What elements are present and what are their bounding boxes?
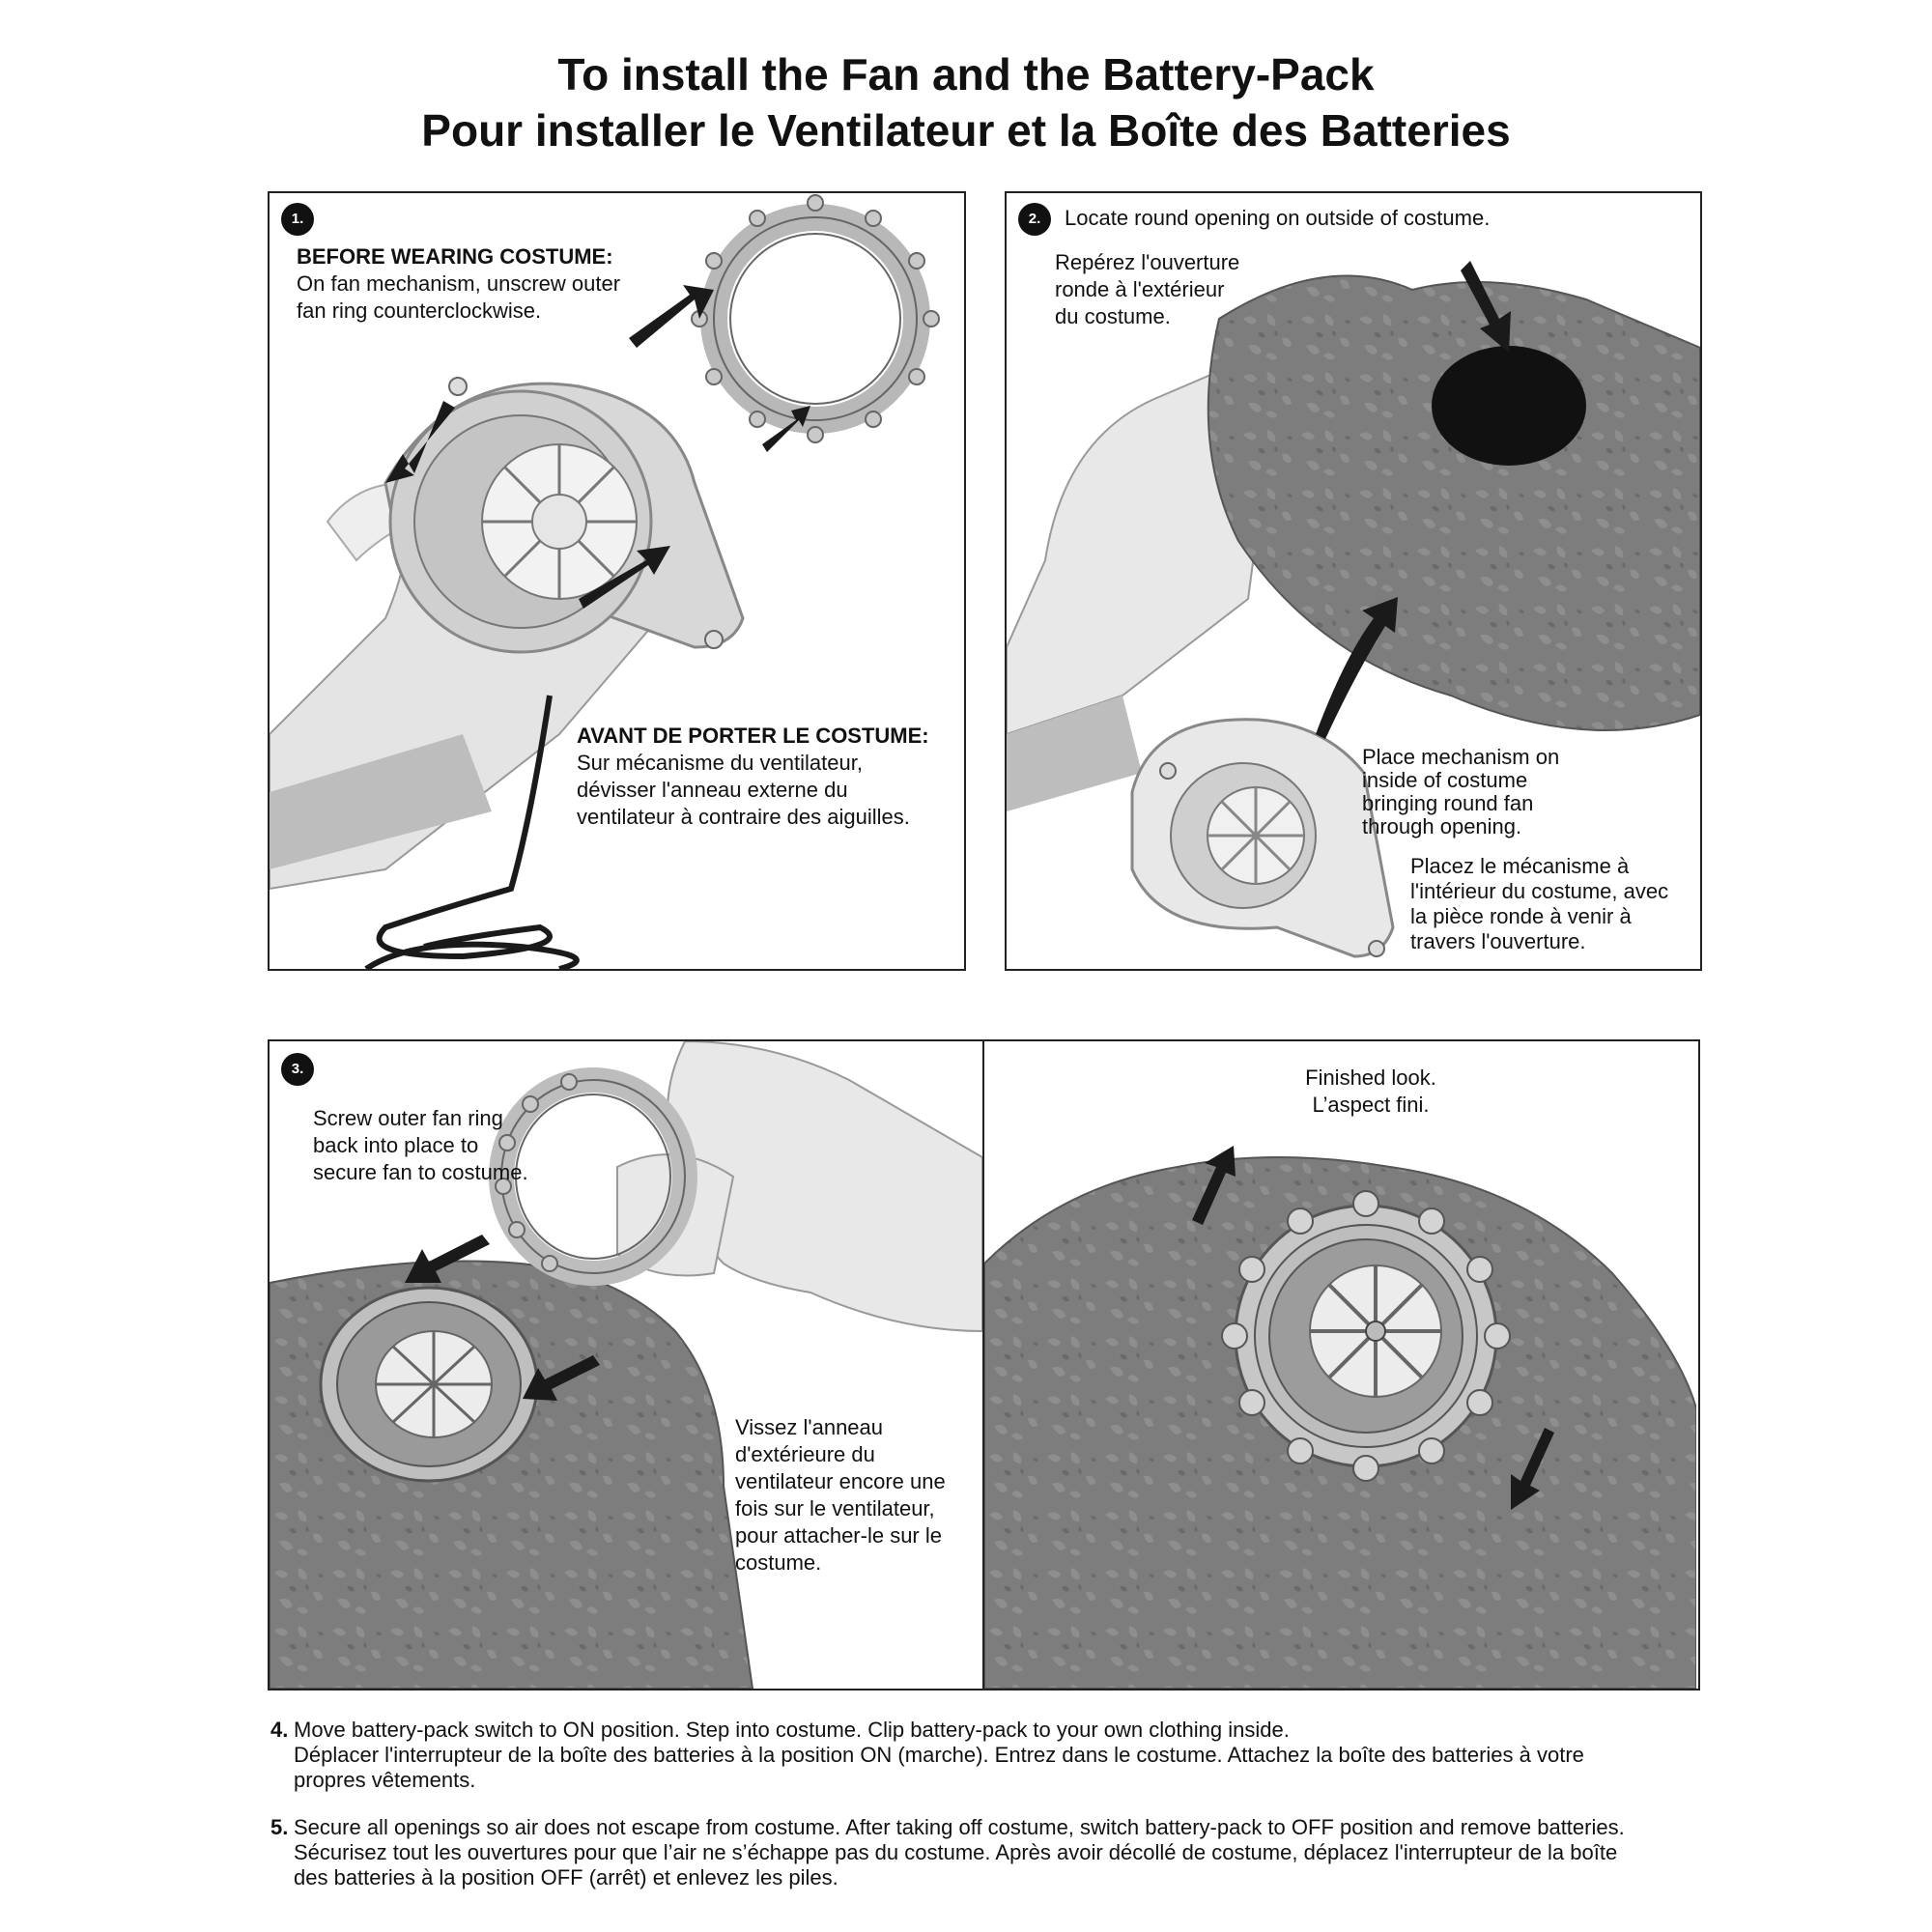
title-french: Pour installer le Ventilateur et la Boît… [421,105,1511,156]
panel-3-french-line: Vissez l'anneau [735,1415,884,1439]
panel-1-english-line: On fan mechanism, unscrew outer [297,271,621,296]
page-title: To install the Fan and the Battery-Pack … [0,46,1932,158]
panel-2-english-bottom-line: Place mechanism on [1362,745,1560,769]
panel-3-english-text: Screw outer fan ring back into place to … [313,1105,528,1186]
step-5: 5. Secure all openings so air does not e… [270,1815,1625,1890]
step-4-french-line: Déplacer l'interrupteur de la boîte des … [294,1743,1584,1767]
panel-2-english-bottom-line: inside of costume [1362,768,1528,792]
step-5-french-line: Sécurisez tout les ouvertures pour que l… [294,1840,1618,1864]
step-4-english: Move battery-pack switch to ON position.… [294,1718,1290,1742]
step-4: 4. Move battery-pack switch to ON positi… [270,1718,1584,1793]
step-5-french-line: des batteries à la position OFF (arrêt) … [294,1865,838,1889]
panel-1-english-text: BEFORE WEARING COSTUME: On fan mechanism… [297,243,620,325]
panel-3-english-line: secure fan to costume. [313,1160,528,1184]
panel-3-english-line: back into place to [313,1133,479,1157]
panel-2-french-top: Repérez l'ouverture ronde à l'extérieur … [1055,249,1239,330]
panel-2-french-bottom-line: l'intérieur du costume, avec [1410,879,1669,903]
panel-3-french-line: fois sur le ventilateur, [735,1496,935,1520]
panel-1-english-heading: BEFORE WEARING COSTUME: [297,244,613,269]
panel-2-french-top-line: Repérez l'ouverture [1055,250,1240,274]
panel-2-french-bottom-line: la pièce ronde à venir à [1410,904,1632,928]
panel-3-french-line: costume. [735,1550,822,1575]
panel-3-french-line: pour attacher-le sur le [735,1523,942,1548]
panel-1-french-text: AVANT DE PORTER LE COSTUME: Sur mécanism… [577,723,929,831]
panel-1-french-line: Sur mécanisme du ventilateur, [577,751,863,775]
panel-3-french-line: d'extérieure du [735,1442,875,1466]
step-5-body: Secure all openings so air does not esca… [294,1815,1625,1890]
step-2-badge: 2. [1018,203,1051,236]
panel-step-3-and-finished: 3. Screw outer fan ring back into place … [268,1039,1700,1690]
step-5-number: 5. [270,1815,289,1839]
step-3-badge: 3. [281,1053,314,1086]
panel-2-french-bottom-line: Placez le mécanisme à [1410,854,1630,878]
panel-1-french-heading: AVANT DE PORTER LE COSTUME: [577,724,929,748]
panel-3-english-line: Screw outer fan ring [313,1106,503,1130]
finished-look-illustration [984,1146,1696,1689]
locate-opening-illustration [1007,261,1700,958]
title-english: To install the Fan and the Battery-Pack [557,49,1375,99]
panel-2-english-bottom: Place mechanism on inside of costume bri… [1362,746,1559,838]
step-1-badge: 1. [281,203,314,236]
panel-3-french-line: ventilateur encore une [735,1469,946,1493]
fan-unscrew-illustration [270,194,940,969]
finished-look-french: L’aspect fini. [1312,1093,1430,1117]
panel-2-english-top: Locate round opening on outside of costu… [1065,206,1491,230]
panel-2-french-top-line: ronde à l'extérieur [1055,277,1225,301]
panel-step-2: 2. Locate round opening on outside of co… [1005,191,1702,971]
panel-1-french-line: ventilateur à contraire des aiguilles. [577,805,910,829]
step-4-number: 4. [270,1718,289,1742]
panel-step-1: 1. BEFORE WEARING COSTUME: On fan mechan… [268,191,966,971]
panel-2-french-bottom-line: travers l'ouverture. [1410,929,1586,953]
screw-ring-illustration [270,1041,982,1689]
panel-divider [982,1041,984,1689]
panel-3-french-text: Vissez l'anneau d'extérieure du ventilat… [735,1414,946,1577]
step-4-body: Move battery-pack switch to ON position.… [294,1718,1584,1793]
step-4-french-line: propres vêtements. [294,1768,476,1792]
panel-1-english-line: fan ring counterclockwise. [297,298,542,323]
panel-2-french-top-line: du costume. [1055,304,1171,328]
step-5-english: Secure all openings so air does not esca… [294,1815,1625,1839]
panel-2-english-bottom-line: through opening. [1362,814,1522,838]
panel-1-french-line: dévisser l'anneau externe du [577,778,848,802]
panel-2-french-bottom: Placez le mécanisme à l'intérieur du cos… [1410,854,1668,954]
panel-2-english-bottom-line: bringing round fan [1362,791,1534,815]
finished-look-caption: Finished look. L’aspect fini. [1264,1065,1477,1119]
finished-look-english: Finished look. [1305,1065,1436,1090]
